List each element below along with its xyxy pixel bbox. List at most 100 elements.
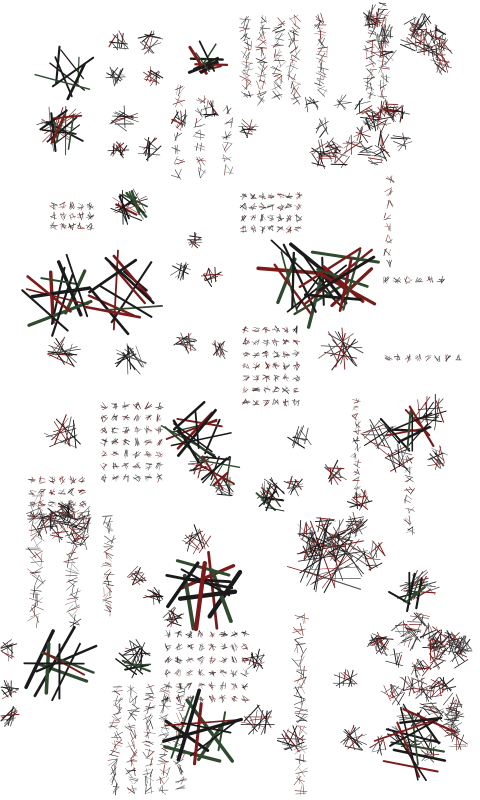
stroke: [353, 470, 359, 473]
column-scribble: [270, 65, 282, 76]
field-scribble: [370, 39, 386, 59]
stroke: [179, 696, 183, 703]
stroke: [176, 340, 197, 345]
stroke: [366, 54, 375, 59]
stroke: [274, 80, 282, 90]
stroke: [294, 713, 308, 715]
stroke: [409, 20, 426, 30]
stroke: [122, 440, 129, 442]
stroke: [53, 341, 77, 363]
field-scribble: [373, 116, 392, 133]
stroke: [274, 354, 279, 358]
stroke: [33, 625, 76, 698]
stroke: [30, 567, 43, 575]
stroke: [231, 644, 234, 650]
stroke: [271, 340, 275, 346]
tiny-scribble: [49, 488, 55, 496]
field-scribble: [333, 94, 352, 111]
stroke: [245, 644, 248, 651]
field-scribble: [342, 134, 363, 155]
stroke: [435, 450, 442, 470]
tiny-scribble: [85, 223, 94, 231]
stroke: [243, 93, 251, 97]
stroke: [242, 695, 246, 703]
stroke: [240, 230, 248, 233]
stroke: [173, 760, 182, 767]
stroke: [242, 337, 247, 345]
stroke: [355, 488, 360, 491]
stroke: [127, 726, 136, 729]
column-scribble: [380, 73, 390, 84]
field-scribble: [397, 633, 419, 651]
tiny-scribble: [174, 668, 181, 677]
stroke: [246, 19, 250, 29]
field-scribble: [400, 37, 421, 52]
column-scribble: [29, 551, 44, 567]
column-scribble: [403, 494, 413, 504]
tiny-scribble: [271, 325, 280, 334]
stroke: [303, 255, 336, 301]
column-scribble: [125, 767, 137, 778]
stroke: [122, 415, 130, 419]
tiny-scribble: [121, 462, 129, 470]
stroke: [324, 532, 340, 540]
stroke: [279, 205, 285, 211]
stroke: [374, 32, 381, 50]
stroke: [159, 441, 163, 446]
stroke: [258, 90, 261, 96]
stroke: [299, 192, 301, 199]
stroke: [261, 214, 264, 222]
stroke: [436, 355, 441, 362]
stroke: [198, 682, 202, 687]
stroke: [253, 327, 258, 332]
stroke: [348, 730, 356, 751]
stroke: [220, 343, 224, 358]
stroke: [296, 203, 300, 209]
stroke: [432, 661, 444, 668]
stroke: [380, 148, 388, 162]
stroke: [133, 577, 146, 585]
stroke: [452, 699, 458, 712]
tiny-scribble: [229, 643, 238, 652]
column-scribble: [315, 12, 324, 25]
column-scribble: [29, 592, 43, 607]
column-scribble: [365, 58, 377, 68]
bold-cluster: [298, 247, 380, 312]
stroke: [372, 543, 381, 559]
stroke: [298, 767, 306, 777]
stroke: [425, 30, 435, 40]
stroke: [274, 399, 278, 405]
stroke: [104, 609, 111, 613]
stroke: [160, 704, 165, 714]
stroke: [162, 695, 167, 703]
stroke: [104, 256, 155, 305]
stroke: [162, 701, 165, 714]
field-scribble: [411, 658, 428, 678]
stroke: [359, 140, 369, 154]
field-scribble: [444, 707, 464, 722]
stroke: [258, 31, 263, 39]
tiny-scribble: [276, 226, 285, 233]
stroke: [419, 398, 444, 426]
tiny-scribble: [134, 426, 142, 434]
bold-cluster: [379, 405, 435, 452]
stroke: [416, 681, 424, 696]
stroke: [134, 451, 142, 458]
stroke: [221, 157, 231, 160]
stroke: [197, 630, 200, 637]
stroke: [390, 175, 393, 184]
stroke: [273, 49, 277, 58]
stroke: [132, 465, 140, 467]
stroke: [296, 219, 303, 221]
stroke: [146, 450, 151, 455]
stroke: [268, 205, 275, 207]
stroke: [147, 414, 152, 421]
bold-cluster: [34, 45, 95, 101]
stroke: [52, 114, 83, 120]
stroke: [168, 620, 182, 627]
stroke: [256, 91, 267, 95]
stroke: [425, 402, 428, 426]
tiny-scribble: [132, 462, 142, 470]
medium-cluster: [384, 443, 414, 473]
stroke: [109, 754, 119, 757]
